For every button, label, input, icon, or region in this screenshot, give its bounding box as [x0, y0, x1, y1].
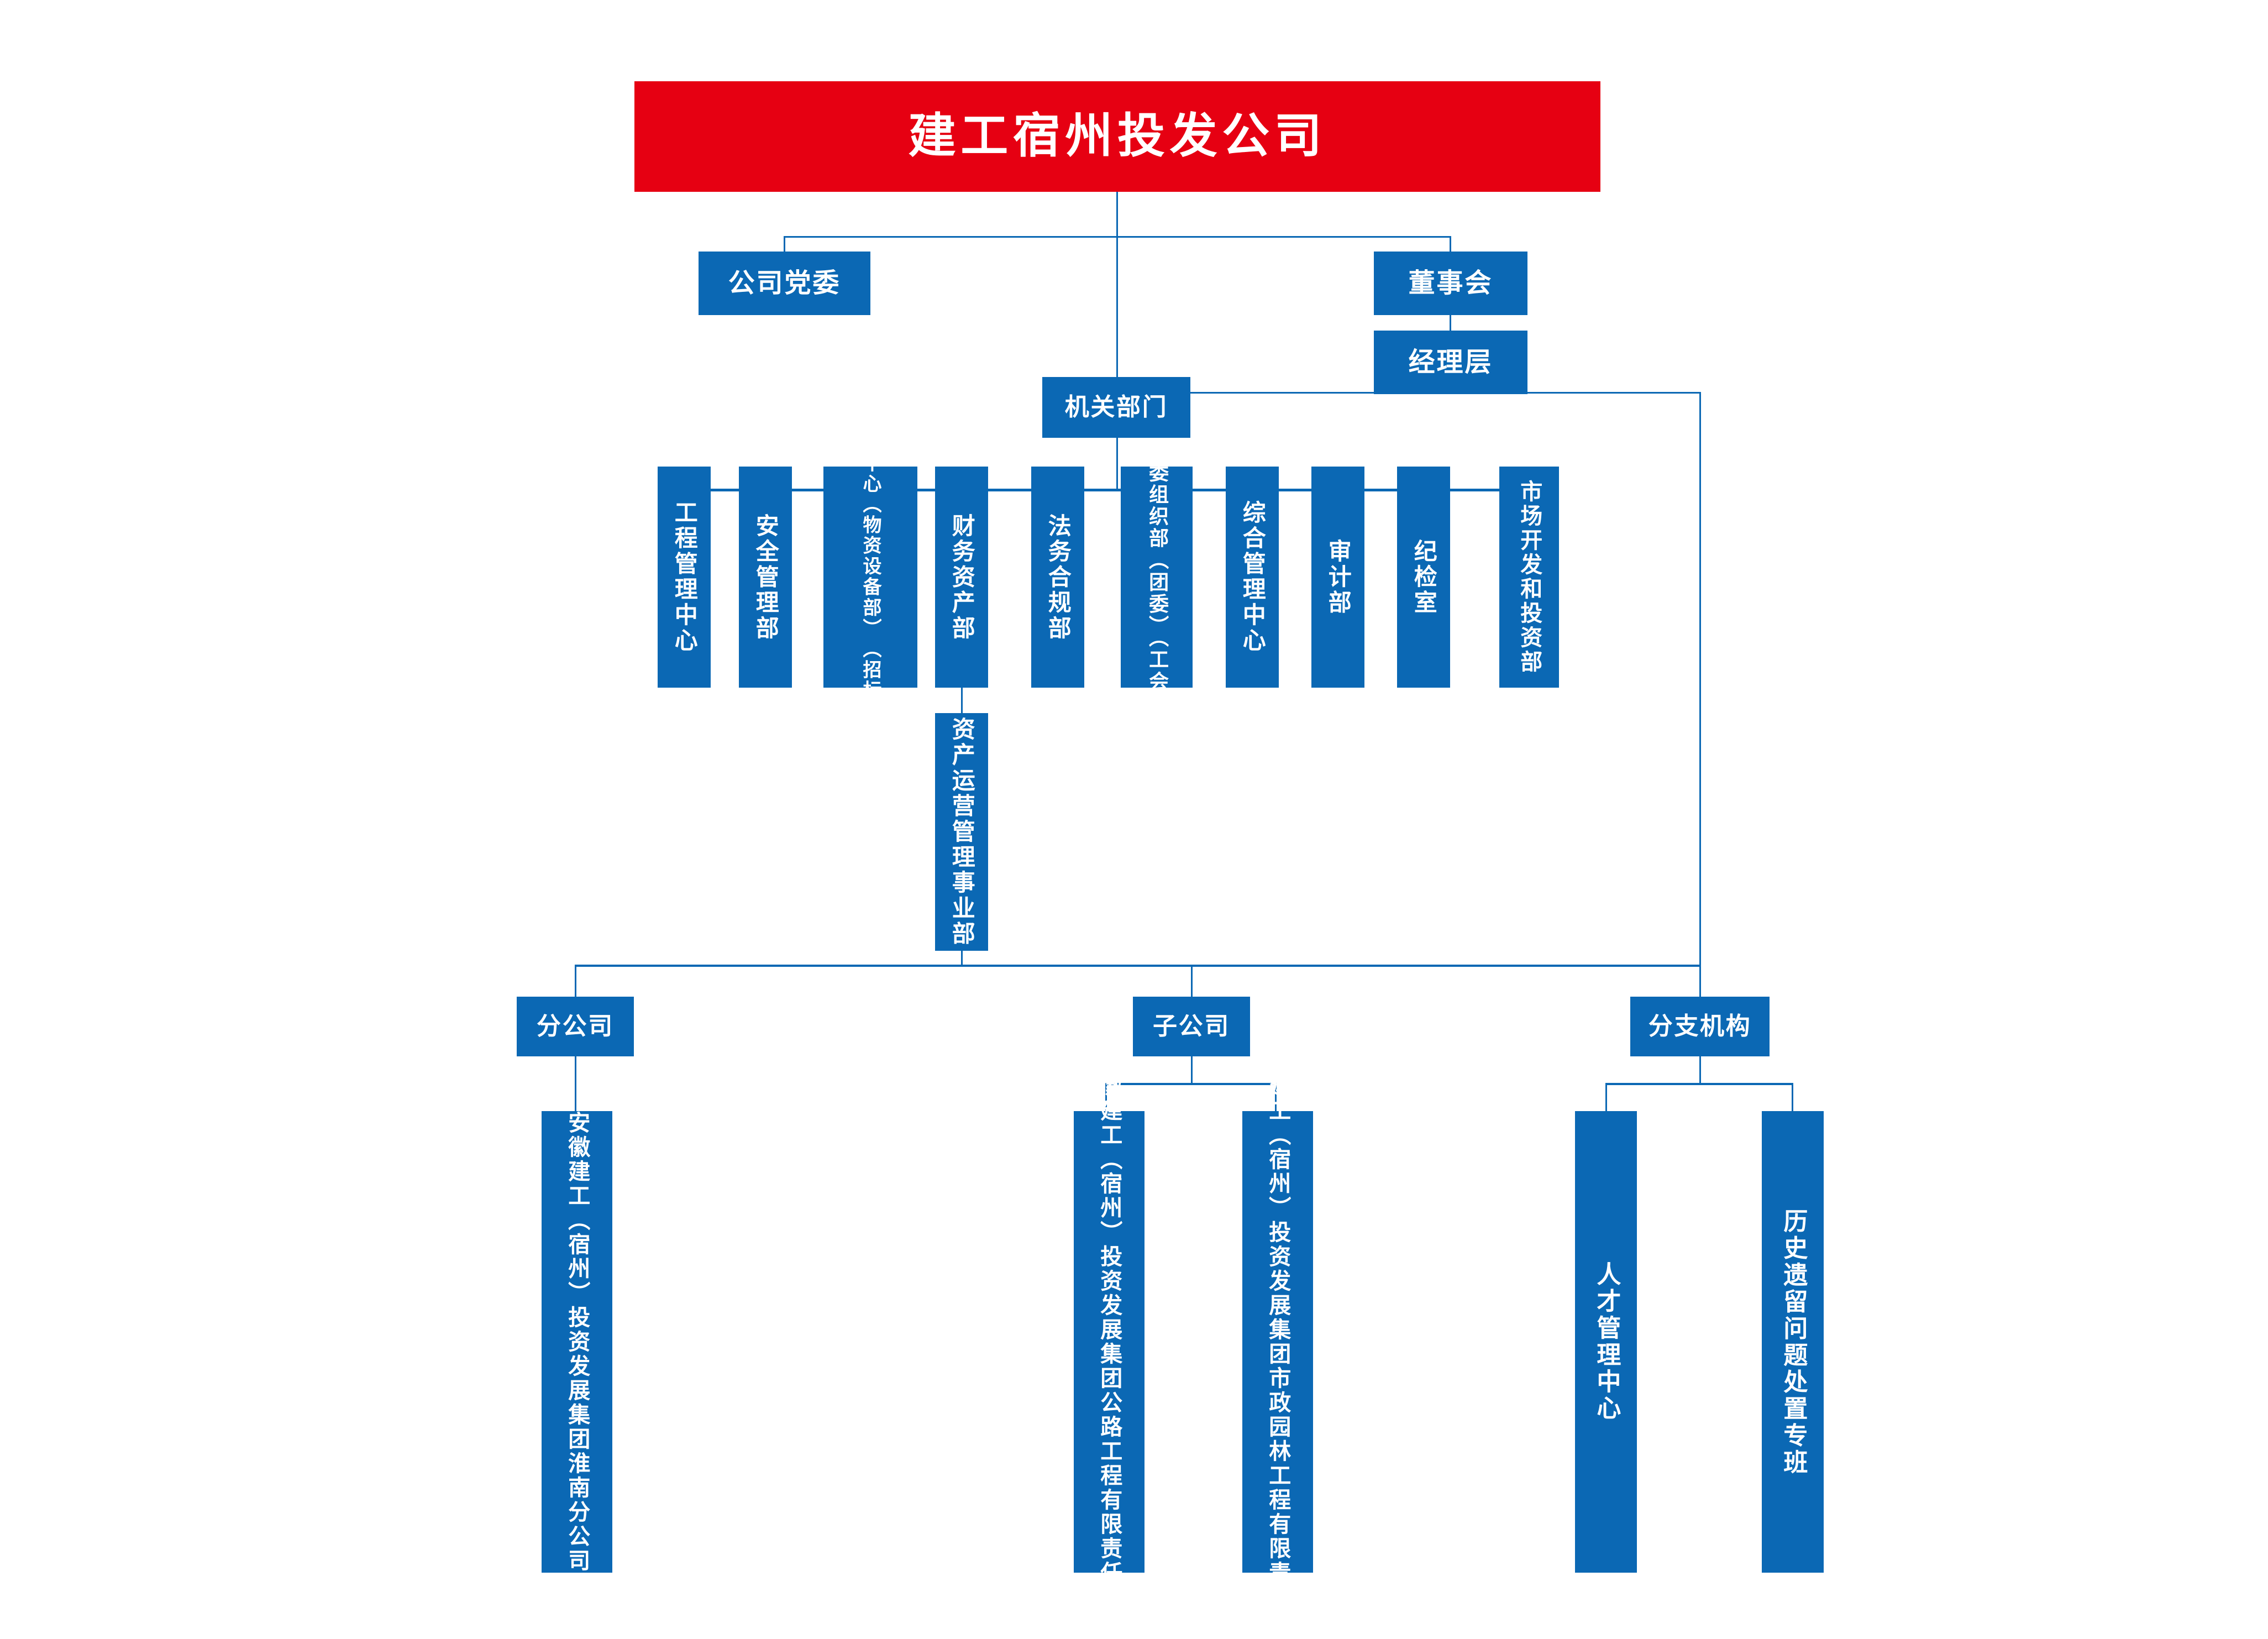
party-committee-box: 公司党委: [699, 252, 870, 315]
entity-huainan-col-1: 安徽建工（宿州）投资发展集团: [564, 1111, 590, 1452]
connector-departments-to-right-rail: [1190, 392, 1701, 394]
business-unit-col-1: 资产运营管理事业部: [948, 717, 976, 947]
board-box: 董事会: [1374, 252, 1527, 315]
connector-departments-stem: [1116, 438, 1118, 489]
entity-box-talent-management-center: 人才管理中心: [1575, 1111, 1637, 1573]
department-box-2: 安全管理部: [739, 467, 792, 688]
department-box-5: 法务合规部: [1031, 467, 1084, 688]
entity-box-huainan-branch: 安徽建工（宿州）投资发展集团 淮南分公司: [542, 1111, 612, 1573]
departments-header-label: 机关部门: [1064, 392, 1168, 421]
department-2-col-1: 安全管理部: [752, 513, 780, 641]
department-box-10: 市场开发和投资部: [1499, 467, 1559, 688]
department-box-4: 财务资产部: [935, 467, 988, 688]
entity-huainan-col-2: 淮南分公司: [564, 1451, 590, 1573]
group-header-branch-company: 分公司: [517, 997, 634, 1056]
department-box-6: 党委组织部 （团委）（工会）: [1121, 440, 1193, 714]
department-box-7: 综合管理中心: [1226, 467, 1279, 688]
department-box-1: 工程管理中心: [658, 467, 711, 688]
department-3-col-2: （物资设备部）: [859, 494, 882, 640]
connector-drop-group-3: [1699, 965, 1701, 997]
connector-drop-group-1: [575, 965, 576, 997]
connector-root-to-departments: [1116, 236, 1118, 377]
department-4-col-1: 财务资产部: [948, 513, 976, 641]
connector-bottom-bus: [575, 965, 1701, 967]
department-6-col-2: （团委）（工会）: [1146, 549, 1169, 715]
entity-legacy-col-1: 历史遗留问题处置专班: [1779, 1208, 1808, 1476]
department-8-col-1: 审计部: [1325, 538, 1352, 616]
department-7-col-1: 综合管理中心: [1239, 500, 1267, 654]
connector-root-stem: [1116, 192, 1118, 236]
entity-highway-col-1: 安徽建工（宿州）投资发展集团: [1096, 1050, 1122, 1391]
department-3-col-3: （招标管理部）: [859, 639, 882, 784]
department-9-col-1: 纪检室: [1410, 538, 1438, 616]
department-box-3: 成本管理中心 （物资设备部） （招标管理部）: [823, 370, 917, 784]
department-3-col-1: 成本管理中心: [859, 370, 882, 495]
department-box-9: 纪检室: [1397, 467, 1450, 688]
party-committee-label: 公司党委: [728, 268, 841, 299]
entity-municipal-col-1: 安徽建工（宿州）投资发展集团: [1265, 1025, 1291, 1366]
group-header-branch-company-label: 分公司: [537, 1012, 614, 1040]
group-header-subsidiary-label: 子公司: [1153, 1012, 1230, 1040]
group-header-branch-institution: 分支机构: [1630, 997, 1770, 1056]
connector-right-rail-vertical: [1699, 392, 1701, 966]
entity-highway-col-2: 公路工程有限责任公司: [1096, 1390, 1122, 1634]
connector-branch-institution-drop-2: [1792, 1083, 1793, 1111]
departments-header-box: 机关部门: [1042, 377, 1190, 438]
connector-branch-institution-drop-1: [1605, 1083, 1607, 1111]
connector-department-bus: [675, 489, 1558, 491]
department-6-col-1: 党委组织部: [1146, 439, 1169, 549]
connector-business-unit-stem: [961, 951, 963, 966]
group-header-branch-institution-label: 分支机构: [1648, 1012, 1752, 1040]
connector-branch-company-to-child: [575, 1056, 576, 1111]
connector-subsidiary-drop-1: [1105, 1083, 1107, 1111]
department-10-col-1: 市场开发和投资部: [1516, 480, 1542, 674]
connector-subsidiary-drop-2: [1275, 1083, 1277, 1111]
root-title-box: 建工宿州投发公司: [634, 81, 1600, 192]
department-box-8: 审计部: [1311, 467, 1364, 688]
connector-branch-institution-stem: [1699, 1056, 1701, 1083]
business-unit-box: 资产运营管理事业部: [935, 713, 988, 951]
department-1-col-1: 工程管理中心: [671, 500, 699, 654]
connector-branch-institution-bus: [1605, 1083, 1793, 1085]
entity-box-municipal-landscape: 安徽建工（宿州）投资发展集团 市政园林工程有限责任公司: [1242, 1026, 1313, 1639]
connector-finance-to-business-unit: [961, 688, 963, 713]
connector-board-to-management: [1450, 315, 1451, 331]
connector-subsidiary-bus: [1105, 1083, 1277, 1085]
connector-drop-group-2: [1191, 965, 1193, 997]
department-5-col-1: 法务合规部: [1044, 513, 1072, 641]
board-label: 董事会: [1408, 268, 1493, 299]
entity-box-highway-engineering: 安徽建工（宿州）投资发展集团 公路工程有限责任公司: [1074, 1050, 1144, 1634]
management-label: 经理层: [1408, 347, 1493, 378]
root-title-label: 建工宿州投发公司: [908, 108, 1327, 164]
entity-talent-col-1: 人才管理中心: [1592, 1261, 1621, 1422]
connector-subsidiary-stem: [1191, 1056, 1193, 1083]
group-header-subsidiary: 子公司: [1133, 997, 1250, 1056]
entity-municipal-col-2: 市政园林工程有限责任公司: [1265, 1366, 1291, 1639]
entity-box-legacy-issues-team: 历史遗留问题处置专班: [1762, 1111, 1824, 1573]
management-box: 经理层: [1374, 331, 1527, 394]
